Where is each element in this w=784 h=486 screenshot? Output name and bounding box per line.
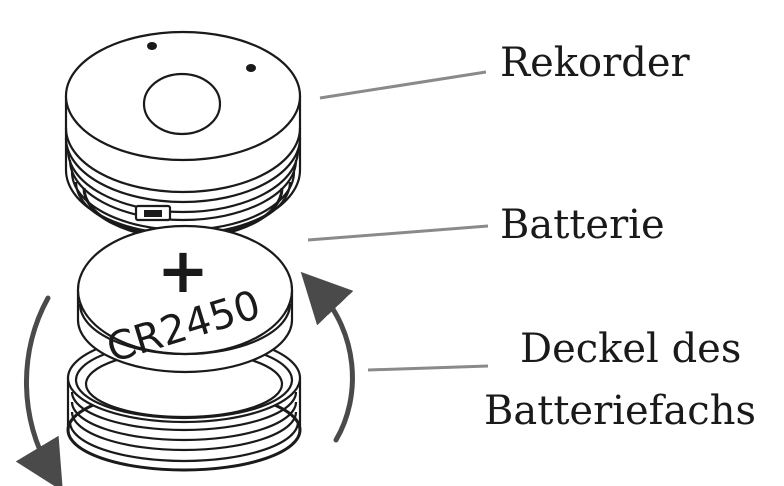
- recorder-dot-right: [246, 64, 256, 72]
- label-battery: Batterie: [500, 202, 665, 248]
- rotation-arrow-right-icon: [300, 271, 355, 443]
- label-cover-line2: Batteriefachs: [484, 388, 756, 434]
- label-recorder: Rekorder: [500, 40, 691, 86]
- leader-line-battery: [307, 224, 489, 242]
- leader-line-recorder: [319, 70, 487, 100]
- label-cover-line1: Deckel des: [520, 326, 741, 372]
- battery-cell: [76, 224, 294, 374]
- recorder-center-button: [142, 72, 222, 136]
- battery-polarity-mark: +: [157, 234, 209, 307]
- leader-line-cover: [367, 364, 489, 372]
- recorder-device: [64, 30, 302, 240]
- recorder-dot-left: [147, 42, 157, 50]
- rotation-arrow-left-icon: [15, 295, 63, 486]
